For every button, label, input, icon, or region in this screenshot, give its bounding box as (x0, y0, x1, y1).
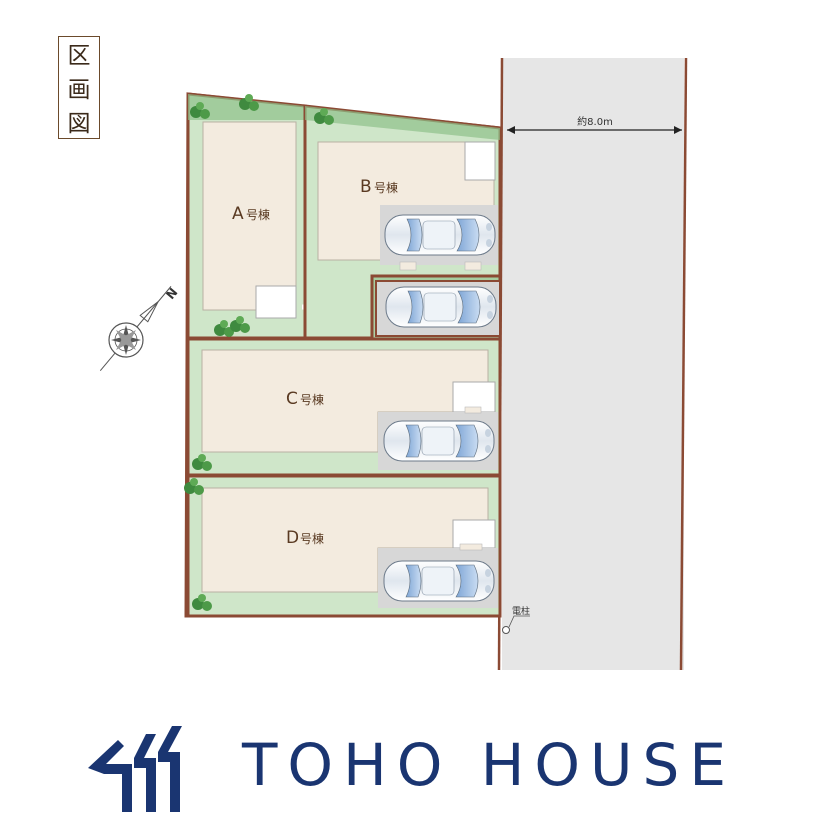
compass-north-label: N (163, 285, 180, 302)
lot-c-suffix: 号棟 (300, 392, 324, 407)
lot-b-suffix: 号棟 (374, 180, 398, 195)
lot-d-letter: D (286, 528, 299, 548)
title-char-3: 図 (67, 111, 91, 137)
title-box: 区 画 図 (58, 36, 100, 139)
compass-icon: N (99, 285, 181, 371)
lot-c-letter: C (286, 389, 298, 409)
lot-c: C 号棟 (186, 337, 502, 477)
lot-d-suffix: 号棟 (300, 531, 324, 546)
lot-a-suffix: 号棟 (246, 207, 270, 222)
lot-a: A 号棟 (186, 92, 372, 340)
brand-name: TOHO HOUSE (242, 731, 736, 799)
road-width-label: 約8.0m (577, 115, 613, 128)
lot-b-letter: B (360, 177, 372, 197)
toho-house-logo-icon (88, 726, 182, 812)
title-char-1: 区 (67, 43, 91, 69)
road: 約8.0m (497, 57, 688, 671)
utility-pole: 電柱 (502, 605, 530, 634)
lot-a-letter: A (232, 204, 244, 224)
lot-b: B 号棟 (303, 104, 502, 340)
pole-label: 電柱 (512, 605, 530, 617)
lot-d: D 号棟 (184, 474, 502, 618)
title-char-2: 画 (67, 77, 91, 103)
